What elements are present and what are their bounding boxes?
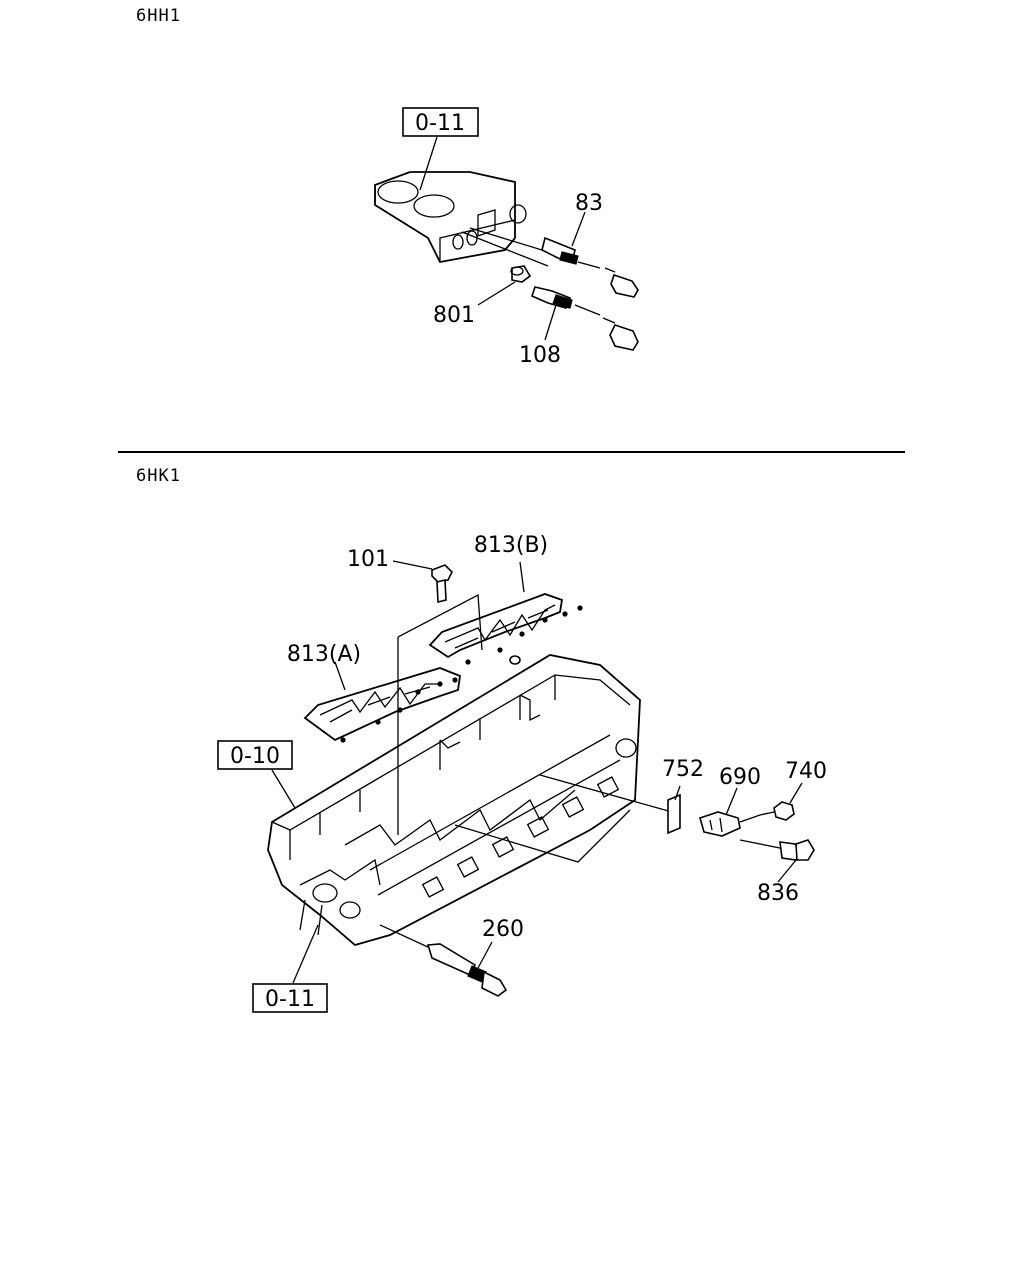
nut-740[interactable]	[759, 801, 795, 821]
gasket-813b[interactable]	[428, 593, 564, 659]
callout-690: 690	[719, 765, 761, 790]
ref-box-0-10[interactable]: 0-10	[217, 740, 293, 770]
gasket-813a-bolts	[340, 677, 458, 743]
ref-0-11-bottom-label: 0-11	[265, 987, 315, 1012]
ref-box-0-11-bottom[interactable]: 0-11	[252, 983, 328, 1013]
callout-801: 801	[433, 303, 475, 328]
sensor-260[interactable]	[379, 924, 508, 997]
callout-813b: 813(B)	[474, 533, 548, 558]
sensor-108[interactable]	[531, 286, 639, 351]
callout-108: 108	[519, 343, 561, 368]
sensor-690[interactable]	[699, 811, 761, 837]
callout-83: 83	[575, 191, 603, 216]
top-cylinder-head-fragment	[374, 171, 556, 267]
model-label-6hk1: 6HK1	[136, 466, 181, 486]
callout-752: 752	[662, 757, 704, 782]
callout-836: 836	[757, 881, 799, 906]
gasket-813a[interactable]	[303, 667, 461, 742]
ref-0-10-label: 0-10	[230, 744, 280, 769]
callout-813a: 813(A)	[287, 642, 361, 667]
top-ref-label: 0-11	[415, 111, 465, 136]
gasket-752[interactable]	[667, 793, 681, 835]
gasket-813b-bolts	[465, 605, 583, 665]
sensor-83[interactable]	[541, 236, 639, 298]
callout-740: 740	[785, 759, 827, 784]
callout-101: 101	[347, 547, 389, 572]
top-ref-box-0-11[interactable]: 0-11	[402, 107, 479, 137]
callout-260: 260	[482, 917, 524, 942]
plug-801[interactable]	[510, 265, 532, 283]
model-label-6hh1: 6HH1	[136, 6, 181, 26]
bolt-836[interactable]	[739, 839, 815, 861]
cylinder-head[interactable]	[267, 654, 641, 946]
bolt-101[interactable]	[431, 564, 453, 604]
